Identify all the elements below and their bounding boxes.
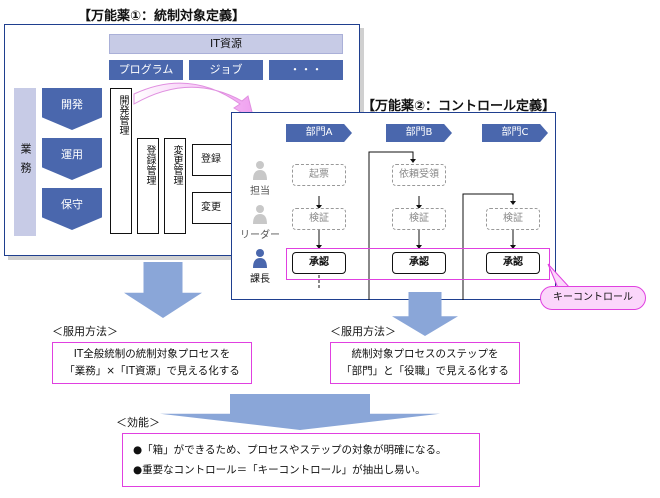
method-right-line1: 統制対象プロセスのステップを <box>351 348 499 360</box>
effect-box: ●「箱」ができるため、プロセスやステップの対象が明確になる。 ●重要なコントロー… <box>122 433 480 487</box>
step-verify-b: 検証 <box>392 208 446 230</box>
step-verify-a: 検証 <box>292 208 346 230</box>
method-label-right: ＜服用方法＞ <box>330 325 396 338</box>
department-a: 部門A <box>286 124 352 142</box>
role-leader: リーダー <box>240 230 280 241</box>
step-approve-a: 承認 <box>292 252 346 274</box>
panel2-title: 【万能薬②：コントロール定義】 <box>362 99 556 114</box>
effect-label: ＜効能＞ <box>116 416 160 429</box>
step-request-received: 依頼受領 <box>392 164 446 186</box>
step-approve-c: 承認 <box>486 252 540 274</box>
effect-line1: ●「箱」ができるため、プロセスやステップの対象が明確になる。 <box>133 444 447 456</box>
method-left-line1: IT全般統制の統制対象プロセスを <box>73 348 231 360</box>
panel1-title: 【万能薬①：統制対象定義】 <box>78 9 246 24</box>
department-b: 部門B <box>386 124 452 142</box>
box-registration-mgmt: 登録管理 <box>137 138 159 234</box>
link-arrow <box>133 82 255 122</box>
down-arrow-left <box>124 262 202 318</box>
box-change-mgmt: 変更管理 <box>164 138 186 234</box>
method-box-right: 統制対象プロセスのステップを 「部門」と「役職」で見える化する <box>330 342 520 384</box>
method-label-left: ＜服用方法＞ <box>52 325 118 338</box>
department-c: 部門C <box>482 124 548 142</box>
box-development-mgmt: 開発管理 <box>110 88 132 234</box>
it-item-job: ジョブ <box>189 60 263 80</box>
role-staff: 担当 <box>250 186 270 197</box>
method-left-line2: 「業務」×「IT資源」で見える化する <box>64 365 240 377</box>
key-control-label: キーコントロール <box>540 286 646 310</box>
it-item-program: プログラム <box>109 60 183 80</box>
key-control-highlight <box>286 248 550 280</box>
role-section-chief: 課長 <box>250 274 270 285</box>
business-label: 業務 <box>14 88 36 236</box>
step-approve-b: 承認 <box>392 252 446 274</box>
it-resources-header: IT資源 <box>109 34 343 54</box>
person-icon <box>253 205 267 224</box>
down-arrow-effect <box>160 394 440 430</box>
method-box-left: IT全般統制の統制対象プロセスを 「業務」×「IT資源」で見える化する <box>52 342 252 384</box>
it-item-more: ・・・ <box>269 60 343 80</box>
effect-line2: ●重要なコントロール＝「キーコントロール」が抽出し易い。 <box>133 464 426 476</box>
person-icon <box>253 249 267 268</box>
step-draft: 起票 <box>292 164 346 186</box>
step-verify-c: 検証 <box>486 208 540 230</box>
person-icon <box>253 161 267 180</box>
method-right-line2: 「部門」と「役職」で見える化する <box>341 365 509 377</box>
